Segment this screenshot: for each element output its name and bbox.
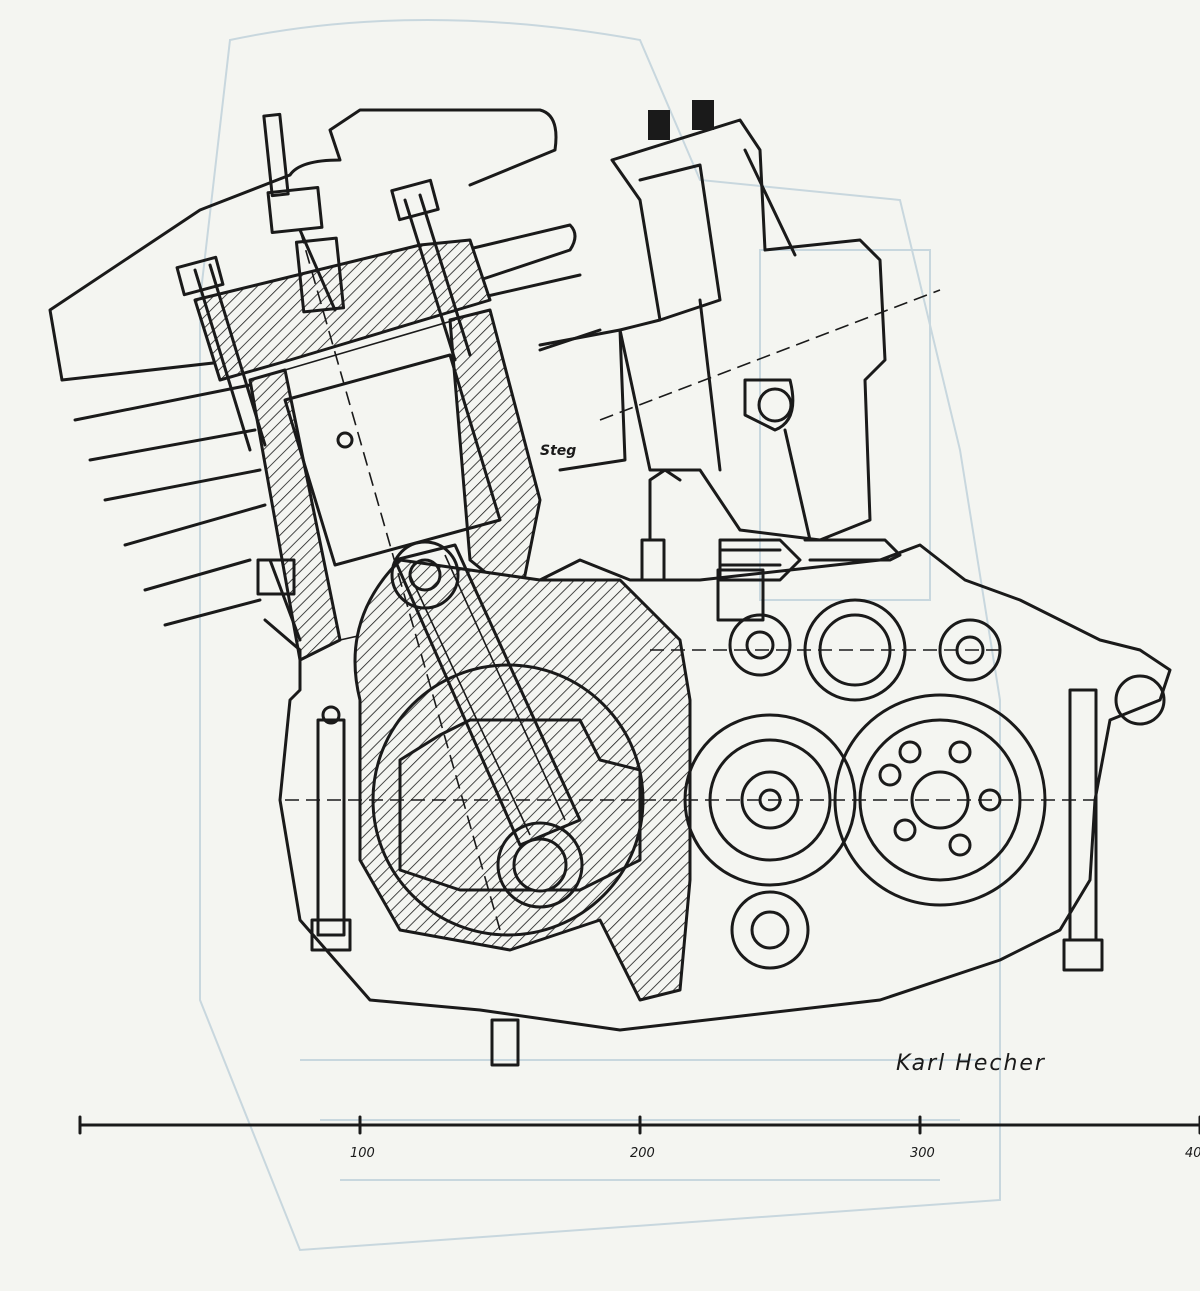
intake-axis	[599, 289, 941, 421]
crankcase-bolts	[310, 688, 1104, 972]
author-signature: Karl Hecher	[896, 1051, 1046, 1076]
carburettor	[538, 100, 902, 582]
cooling-fins	[48, 108, 602, 627]
scale-tick-label-200: 200	[630, 1146, 655, 1161]
label-steg: Steg	[540, 443, 576, 459]
cylinder-wall-right	[448, 308, 542, 602]
scale-bar: 100 200 300 40	[78, 1115, 1200, 1161]
connecting-rod	[390, 540, 584, 909]
spark-plug	[262, 112, 346, 314]
piston-pin-hole	[336, 431, 354, 449]
drain-plug	[490, 1018, 520, 1067]
gear-train	[683, 598, 1166, 970]
scale-tick-label-300: 300	[910, 1146, 935, 1161]
cylinder-wall-left	[248, 368, 342, 662]
piston	[283, 353, 502, 567]
head-studs	[175, 178, 472, 642]
wiring-lead	[640, 468, 765, 622]
scale-tick-label-100: 100	[350, 1146, 375, 1161]
scale-tick-label-400: 40	[1185, 1146, 1200, 1161]
cylinder-axis	[299, 229, 501, 931]
